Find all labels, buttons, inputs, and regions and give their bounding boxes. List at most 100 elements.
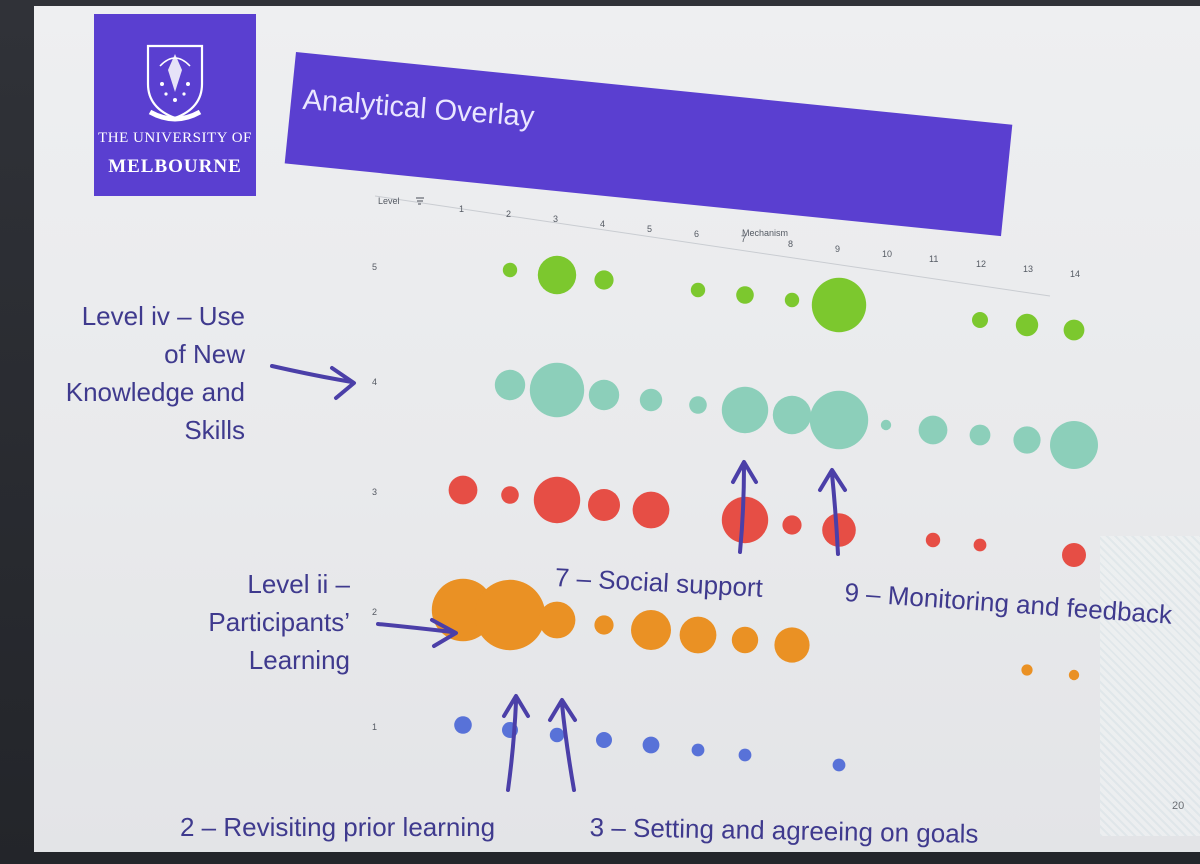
x-tick-label: 3 [553, 214, 558, 224]
bubble-level-3-mechanism-3 [533, 476, 581, 524]
bubble-level-3-mechanism-8 [782, 515, 802, 535]
x-tick-label: 12 [976, 259, 986, 269]
arrow-right-icon [376, 618, 458, 648]
presentation-slide: THE UNIVERSITY OF MELBOURNE Analytical O… [34, 6, 1200, 852]
x-tick-label: 7 [741, 234, 746, 244]
bubble-level-4-mechanism-10 [880, 419, 892, 431]
bubble-level-2-mechanism-13 [1021, 664, 1033, 676]
annotation-level-iv: Level iv – Use of New Knowledge and Skil… [66, 297, 245, 449]
sort-icon [416, 197, 424, 205]
annotation-line: Skills [184, 415, 245, 445]
bubble-level-2-mechanism-8 [774, 627, 810, 663]
bubble-level-3-mechanism-7 [721, 496, 769, 544]
bubble-level-4-mechanism-12 [969, 424, 991, 446]
y-tick-label: 1 [372, 722, 377, 732]
bubble-level-5-mechanism-14 [1063, 319, 1085, 341]
bubble-level-2-mechanism-14 [1068, 669, 1080, 681]
handwritten-arrows [270, 364, 847, 792]
bubble-level-3-mechanism-14 [1062, 543, 1086, 567]
y-tick-label: 5 [372, 262, 377, 272]
bubble-level-4-mechanism-6 [689, 396, 707, 414]
arrow-up-icon [818, 468, 847, 556]
logo-text-university-of: THE UNIVERSITY OF [98, 130, 252, 146]
bubble-level-1-mechanism-6 [691, 743, 705, 757]
bubble-level-4-mechanism-11 [918, 415, 948, 445]
bubble-level-4-mechanism-4 [588, 379, 620, 411]
logo-text-melbourne: MELBOURNE [108, 156, 242, 177]
x-tick-label: 14 [1070, 269, 1080, 279]
bubble-level-4-mechanism-3 [529, 362, 585, 418]
y-tick-label: 4 [372, 377, 377, 387]
bubble-level-1-mechanism-1 [454, 716, 472, 734]
bubble-level-5-mechanism-12 [972, 312, 988, 328]
annotation-line: Level ii – [247, 569, 350, 599]
x-tick-label: 10 [882, 249, 892, 259]
bubble-level-4-mechanism-2 [494, 369, 526, 401]
bubble-level-2-mechanism-3 [538, 601, 576, 639]
bubble-level-5-mechanism-3 [537, 255, 577, 295]
annotation-line: Participants’ [208, 607, 350, 637]
y-tick-labels: 1 2 3 4 5 [372, 262, 377, 732]
crest-icon [146, 44, 204, 122]
x-tick-label: 13 [1023, 264, 1033, 274]
bubble-marks [431, 255, 1098, 772]
decorative-hatch-pattern [1100, 536, 1200, 836]
bubble-level-2-mechanism-7 [731, 626, 759, 654]
bubble-level-2-mechanism-2 [474, 579, 546, 651]
bubble-level-1-mechanism-3 [549, 727, 565, 743]
y-axis-title: Level [378, 196, 400, 206]
bubble-level-2-mechanism-5 [631, 610, 671, 650]
bubble-level-4-mechanism-9 [809, 390, 869, 450]
arrow-up-icon [548, 698, 577, 792]
arrow-up-icon [502, 694, 530, 792]
bubble-level-3-mechanism-4 [588, 489, 620, 521]
bubble-level-5-mechanism-7 [736, 286, 754, 304]
bubble-level-4-mechanism-14 [1050, 421, 1098, 469]
x-tick-label: 5 [647, 224, 652, 234]
bubble-level-4-mechanism-5 [639, 388, 663, 412]
bubble-level-3-mechanism-5 [632, 491, 670, 529]
x-tick-label: 4 [600, 219, 605, 229]
annotation-line: Level iv – Use [81, 301, 245, 331]
bubble-level-5-mechanism-4 [594, 270, 614, 290]
arrow-up-icon [731, 460, 758, 554]
bubble-level-5-mechanism-2 [502, 262, 518, 278]
bubble-level-1-mechanism-9 [832, 758, 846, 772]
bubble-level-2-mechanism-4 [594, 615, 614, 635]
bubble-level-3-mechanism-9 [822, 513, 856, 547]
bubble-level-4-mechanism-7 [721, 386, 769, 434]
annotation-line: Learning [248, 645, 350, 675]
x-tick-label: 8 [788, 239, 793, 249]
bubble-level-1-mechanism-7 [738, 748, 752, 762]
annotation-setting-goals: 3 – Setting and agreeing on goals [589, 811, 979, 849]
annotation-line: Knowledge and [65, 377, 245, 407]
bubble-level-5-mechanism-9 [811, 277, 867, 333]
bubble-level-2-mechanism-6 [679, 616, 717, 654]
arrow-right-icon [270, 364, 356, 400]
annotation-revisiting-prior-learning: 2 – Revisiting prior learning [180, 812, 496, 842]
annotation-level-ii: Level ii – Participants’ Learning [208, 565, 350, 679]
x-axis-line [374, 195, 1051, 297]
bubble-level-1-mechanism-4 [596, 732, 612, 748]
bubble-level-3-mechanism-1 [448, 475, 478, 505]
university-logo: THE UNIVERSITY OF MELBOURNE [94, 14, 256, 196]
bubble-level-5-mechanism-13 [1015, 313, 1039, 337]
annotation-line: of New [164, 339, 245, 369]
bubble-level-5-mechanism-8 [784, 292, 800, 308]
y-tick-label: 2 [372, 607, 377, 617]
x-tick-label: 9 [835, 244, 840, 254]
x-axis-title: Mechanism [742, 228, 788, 238]
bubble-level-3-mechanism-11 [925, 532, 941, 548]
bubble-level-3-mechanism-2 [501, 486, 519, 504]
x-tick-label: 11 [929, 254, 938, 264]
bubble-level-5-mechanism-6 [690, 282, 706, 298]
x-tick-label: 1 [459, 204, 464, 214]
y-tick-label: 3 [372, 487, 377, 497]
bubble-level-4-mechanism-13 [1013, 426, 1041, 454]
chart-axis: Level Mechanism [374, 195, 1051, 297]
x-tick-label: 2 [506, 209, 511, 219]
bubble-level-3-mechanism-12 [973, 538, 987, 552]
x-tick-label: 6 [694, 229, 699, 239]
